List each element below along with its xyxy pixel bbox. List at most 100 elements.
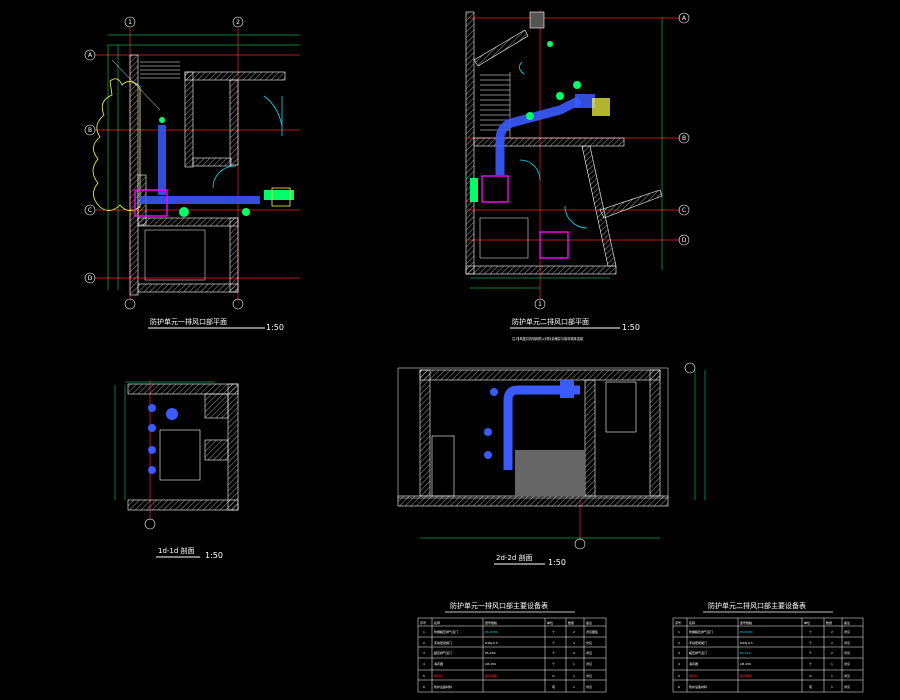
plan-1-valves <box>159 117 294 217</box>
table-2-header-cell: 备注 <box>844 620 850 625</box>
table-2-title: 防护单元二排风口部主要设备表 <box>708 601 806 610</box>
plan-2-dimension-lines <box>470 18 663 289</box>
table-1-cell: 1 <box>573 674 575 678</box>
table-2-header-cell: 数量 <box>826 620 832 625</box>
plan-2-grid-label: C <box>682 207 686 214</box>
table-2-cell: 1 <box>831 662 833 666</box>
plan-1-vent-shaft <box>134 189 168 217</box>
section-1-title: 1d-1d 剖面 <box>158 546 195 555</box>
plan-1-duct <box>140 125 260 204</box>
plan-2-grid-label: B <box>682 135 686 142</box>
table-1-header-cell: 序号 <box>420 620 426 625</box>
section-2-scale: 1:50 <box>548 558 566 567</box>
table-2-cell: 6 <box>678 685 680 689</box>
plan-2-grid-label: 1 <box>538 301 542 308</box>
table-1-cell: 1 <box>573 662 575 666</box>
table-2-cell: 2 <box>831 651 833 655</box>
table-1-cell: 消声器 <box>434 661 443 666</box>
table-1-cell: 镀锌钢板 <box>485 673 497 678</box>
plan-1-title: 防护单元一排风口部平面 <box>150 317 227 326</box>
plan-2-duct <box>495 94 595 175</box>
section-1-duct-fittings <box>148 404 178 474</box>
equipment-table-1: 防护单元一排风口部主要设备表 序号 名称 型号规格 单位 数量 备注 1 防爆超… <box>417 601 607 693</box>
table-2-cell: 2 <box>678 641 680 645</box>
table-2-cell: 个 <box>809 651 812 655</box>
section-2-outer-frame <box>397 367 669 499</box>
section-1-dimension-lines <box>114 381 215 500</box>
table-1-header-cell: 数量 <box>568 620 574 625</box>
table-2-cell: 详见 <box>844 684 850 689</box>
table-1-cell: 个 <box>552 630 555 634</box>
table-2-cell: 项 <box>809 685 812 689</box>
plan-1-drawing: 1 2 A B C D 防护单元一排风口部平面 1:50 <box>84 16 300 332</box>
table-2-cell: 排风管 <box>689 673 698 678</box>
table-1-cell: 项 <box>552 685 555 689</box>
equipment-table-2: 防护单元二排风口部主要设备表 序号 名称 型号规格 单位 数量 备注 1 防爆超… <box>672 601 864 693</box>
plan-1-stairs <box>111 59 180 111</box>
table-1-cell: 5 <box>423 674 425 678</box>
table-1-cell: m <box>552 674 555 678</box>
table-2-cell: 详见 <box>844 650 850 655</box>
table-2-cell: 2 <box>831 641 833 645</box>
section-2-duct-fittings <box>484 388 498 459</box>
table-1-cell: D40J-0.5 <box>485 641 498 645</box>
plan-2-scale: 1:50 <box>622 323 640 332</box>
section-1-walls <box>127 383 239 511</box>
table-2-cell: 防护设备材料 <box>689 684 707 689</box>
table-1-header-cell: 备注 <box>586 620 592 625</box>
section-2-drawing: 2d-2d 剖面 1:50 <box>397 362 706 567</box>
table-2-header-cell: 名称 <box>689 620 695 625</box>
table-1-cell: 超压排气活门 <box>434 650 452 655</box>
table-1-cell: 详见 <box>586 673 592 678</box>
plan-1-scale: 1:50 <box>266 323 284 332</box>
section-1-equipment-box <box>159 429 201 481</box>
table-1-cell: 2 <box>573 651 575 655</box>
section-1-drawing: 1d-1d 剖面 1:50 <box>114 380 239 560</box>
table-2-cell: 超压排气活门 <box>689 650 707 655</box>
plan-1-louver <box>271 187 291 207</box>
table-1-cell: LM-250 <box>485 662 496 666</box>
plan-1-grid-bubbles <box>84 16 244 310</box>
plan-1-grid-label: D <box>88 275 93 282</box>
table-1-cell: 2 <box>573 630 575 634</box>
plan-1-landscape-outline <box>92 78 141 211</box>
table-1-cell: 1 <box>573 685 575 689</box>
table-1-title: 防护单元一排风口部主要设备表 <box>450 601 548 610</box>
table-1-cell: 个 <box>552 651 555 655</box>
plan-2-walls <box>465 11 663 275</box>
section-2-door <box>431 435 455 497</box>
table-2-cell: 防爆超压排气活门 <box>689 629 713 634</box>
table-2-cell: 1 <box>831 674 833 678</box>
table-2-cell: 5 <box>678 674 680 678</box>
table-1-cell: 个 <box>552 641 555 645</box>
table-2-cell: 消声器 <box>689 661 698 666</box>
plan-2-title: 防护单元二排风口部平面 <box>512 317 589 326</box>
plan-1-walls <box>129 54 286 296</box>
table-1-cell: 详见 <box>586 661 592 666</box>
plan-1-grid-label: C <box>88 207 92 214</box>
plan-1-grid-label: 2 <box>236 19 240 26</box>
plan-1-doors <box>212 95 283 189</box>
table-2-cell: 详见 <box>844 640 850 645</box>
plan-2-doors <box>519 61 588 229</box>
table-2-grid <box>672 617 864 693</box>
table-2-header-cell: 序号 <box>675 620 681 625</box>
table-1-cell: 详见 <box>586 684 592 689</box>
plan-2-room-lower <box>479 217 529 259</box>
table-1-header-cell: 型号规格 <box>485 620 497 625</box>
table-2-cell: m <box>809 674 812 678</box>
table-1-cell: 3 <box>423 651 425 655</box>
table-1-cell: 详见图集 <box>586 629 598 634</box>
plan-2-note: 注:排风竖井内侧用防火材料封堵并与相邻墙体连接 <box>512 336 584 341</box>
table-2-cell: D40J-0.5 <box>740 641 753 645</box>
table-1-header-cell: 名称 <box>434 620 440 625</box>
table-1-cell: 手动密闭阀门 <box>434 640 452 645</box>
section-2-duct <box>503 380 580 470</box>
table-2-cell: 个 <box>809 630 812 634</box>
table-1-cell: 排风管 <box>434 673 443 678</box>
table-1-cell: 防护设备材料 <box>434 684 452 689</box>
table-2-cell: 4 <box>678 662 680 666</box>
table-2-cell: PS-D250 <box>740 630 753 634</box>
section-2-walls <box>397 369 669 507</box>
